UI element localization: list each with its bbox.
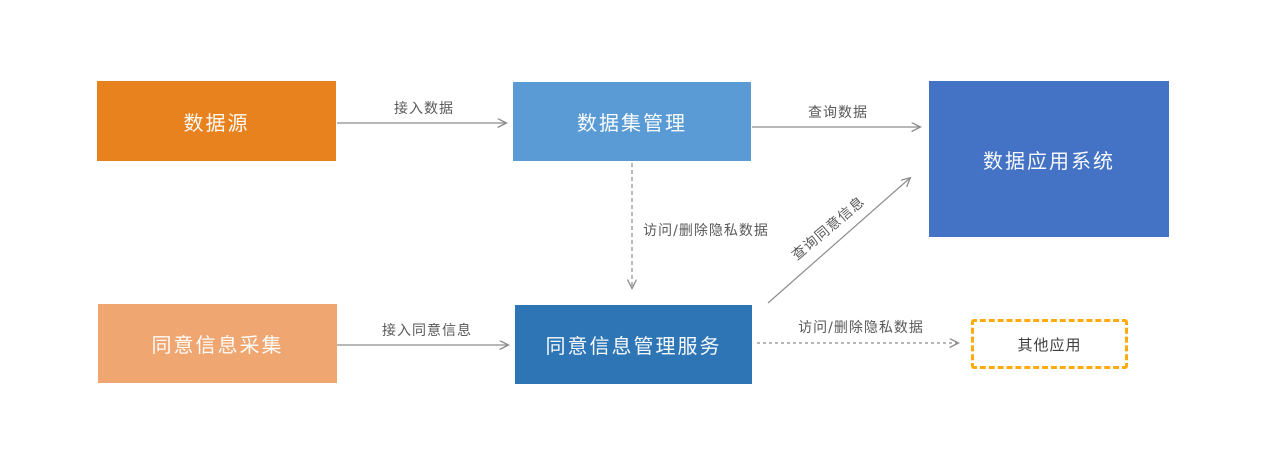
edge-access-delete-private-vertical-label: 访问/删除隐私数据 (643, 223, 769, 239)
node-other-apps: 其他应用 (971, 319, 1128, 369)
node-dataset-management-label: 数据集管理 (577, 111, 687, 135)
node-dataset-management: 数据集管理 (513, 82, 751, 161)
node-consent-collection: 同意信息采集 (98, 304, 337, 383)
edge-access-delete-private-horizontal-label: 访问/删除隐私数据 (798, 320, 924, 336)
node-data-source: 数据源 (97, 81, 336, 161)
node-data-source-label: 数据源 (183, 110, 250, 135)
node-consent-collection-label: 同意信息采集 (151, 333, 284, 357)
node-data-app-system-label: 数据应用系统 (983, 148, 1115, 173)
node-other-apps-label: 其他应用 (1017, 335, 1082, 354)
node-data-app-system: 数据应用系统 (929, 81, 1169, 237)
node-consent-mgmt-service: 同意信息管理服务 (515, 305, 752, 384)
edge-access-data-label: 接入数据 (394, 101, 454, 117)
edge-query-consent-info-arrow (767, 178, 910, 304)
edge-query-data-label: 查询数据 (808, 105, 868, 121)
edge-access-consent-info-label: 接入同意信息 (382, 323, 472, 339)
node-consent-mgmt-service-label: 同意信息管理服务 (545, 334, 722, 358)
